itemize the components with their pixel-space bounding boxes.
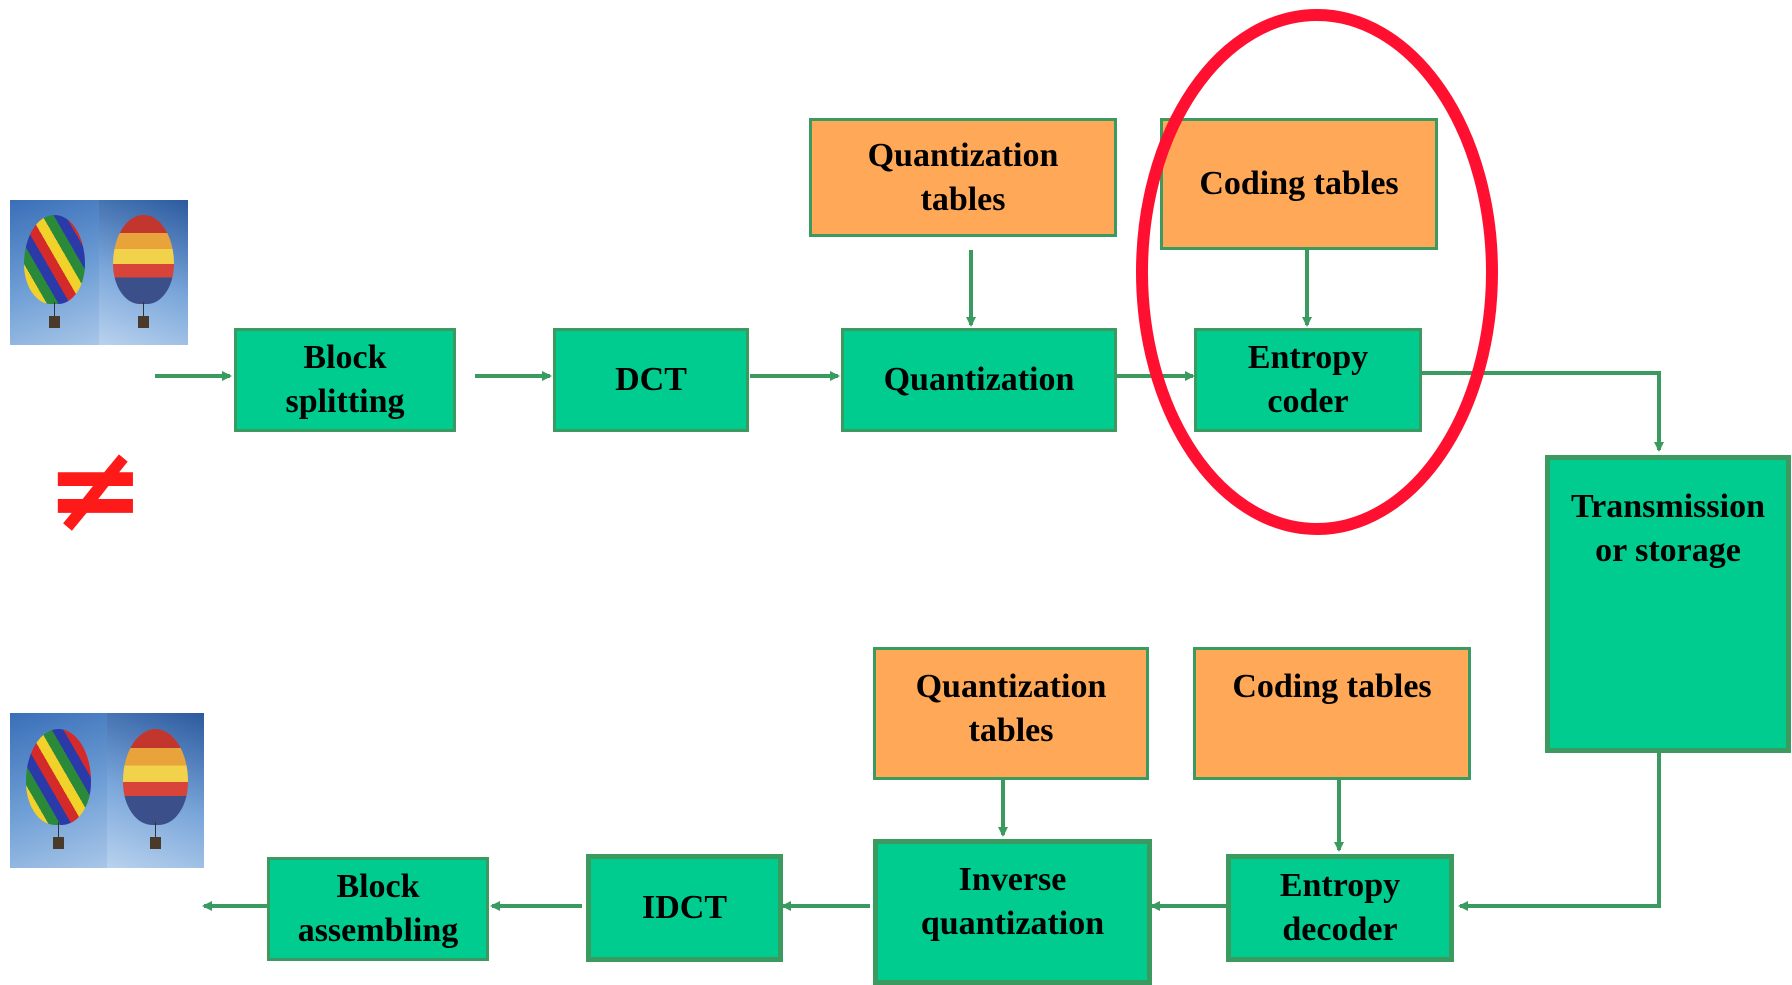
arrow-transmission-to-entropy-decoder [1458,745,1661,911]
quantization-box: Quantization [841,328,1117,432]
balloon-icon [113,214,174,305]
block-splitting-box: Block splitting [234,328,456,432]
dct-box: DCT [553,328,749,432]
entropy-coder-box: Entropy coder [1194,328,1422,432]
inverse-quantization-box: Inverse quantization [873,839,1152,985]
balloon-icon [122,728,189,825]
arrow-entropy-coder-to-transmission [1422,371,1664,452]
idct-box: IDCT [586,854,783,962]
balloon-icon [25,728,92,825]
transmission-storage-box: Transmission or storage [1545,455,1791,753]
coding-tables-box-decoder: Coding tables [1193,647,1471,780]
quantization-tables-box-decoder: Quantization tables [873,647,1149,780]
quantization-tables-box-encoder: Quantization tables [809,118,1117,237]
entropy-decoder-box: Entropy decoder [1226,854,1454,962]
block-assembling-box: Block assembling [267,857,489,961]
coding-tables-box-encoder: Coding tables [1160,118,1438,250]
not-equal-sign: ≠ [45,420,146,559]
output-image [10,713,204,868]
balloon-icon [24,214,85,305]
input-image [10,200,188,345]
